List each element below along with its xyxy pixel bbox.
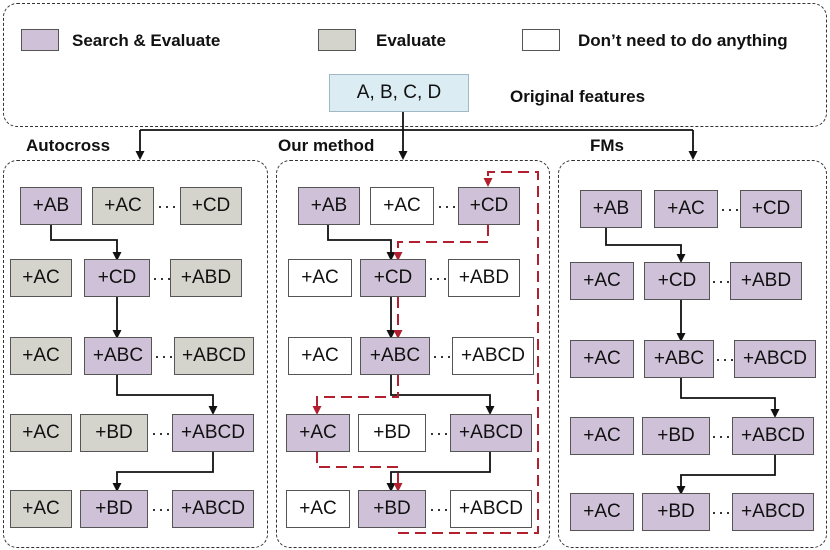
autocross-node-r4-c3: +ABCD <box>172 414 254 452</box>
fms-node-r4-c2: +BD <box>642 417 710 455</box>
our-method-node-r5-c1: +AC <box>286 490 350 528</box>
our-method-node-r5-c3: +ABCD <box>450 490 532 528</box>
autocross-node-r5-c2: +BD <box>80 490 148 528</box>
our-method-node-r4-c2: +BD <box>358 414 426 452</box>
fms-node-r2-c1: +AC <box>570 262 634 300</box>
our-method-node-r1-c2: +AC <box>370 187 434 225</box>
ellipsis: ··· <box>157 196 178 216</box>
fms-step-4 <box>676 455 776 495</box>
legend-label-search-evaluate: Search & Evaluate <box>72 31 221 50</box>
fms-node-r3-c2: +ABC <box>644 340 714 378</box>
fms-node-r5-c1: +AC <box>570 493 634 531</box>
autocross-node-r1-c3: +CD <box>180 187 242 225</box>
our-method-step-3 <box>390 375 495 415</box>
our-method-node-r5-c2: +BD <box>358 490 426 528</box>
autocross-title: Autocross <box>26 136 111 155</box>
ellipsis: ··· <box>151 499 172 519</box>
autocross-node-r2-c1: +AC <box>10 259 72 297</box>
fms-panel <box>558 160 827 548</box>
our-method-node-r4-c1: +AC <box>286 414 350 452</box>
autocross-node-r5-c3: +ABCD <box>172 490 254 528</box>
red-path-step-4 <box>316 452 403 492</box>
original-features-box: A, B, C, D <box>329 74 469 112</box>
our-method-node-r3-c1: +AC <box>288 337 352 375</box>
fms-node-r5-c2: +BD <box>642 493 710 531</box>
our-method-title: Our method <box>278 136 375 155</box>
our-method-step-1 <box>327 225 396 261</box>
distribution-arrows <box>135 112 698 160</box>
fms-node-r4-c3: +ABCD <box>732 417 814 455</box>
fms-node-r5-c3: +ABCD <box>732 493 814 531</box>
autocross-node-r5-c1: +AC <box>10 490 72 528</box>
fms-node-r1-c1: +AB <box>580 190 642 228</box>
fms-node-r2-c3: +ABD <box>730 262 802 300</box>
ellipsis: ··· <box>432 346 453 366</box>
our-method-node-r3-c2: +ABC <box>360 337 430 375</box>
fms-step-3 <box>680 378 780 418</box>
autocross-node-r1-c1: +AB <box>20 187 82 225</box>
fms-title: FMs <box>590 136 624 155</box>
legend-swatch-evaluate <box>318 29 356 51</box>
autocross-node-r4-c1: +AC <box>10 414 72 452</box>
autocross-node-r3-c1: +AC <box>10 337 72 375</box>
our-method-node-r4-c3: +ABCD <box>450 414 532 452</box>
our-method-node-r1-c3: +CD <box>458 187 520 225</box>
our-method-node-r2-c2: +CD <box>360 259 426 297</box>
fms-node-r3-c3: +ABCD <box>734 340 816 378</box>
our-method-node-r2-c1: +AC <box>288 259 352 297</box>
original-features-label: Original features <box>510 87 646 106</box>
our-method-red-path <box>312 171 539 534</box>
fms-path <box>605 228 780 495</box>
autocross-node-r3-c2: +ABC <box>84 337 152 375</box>
autocross-step-3 <box>116 375 218 415</box>
our-method-path <box>327 225 495 492</box>
ellipsis: ··· <box>720 199 741 219</box>
autocross-node-r2-c2: +CD <box>84 259 150 297</box>
fms-node-r2-c2: +CD <box>644 262 710 300</box>
fms-node-r1-c2: +AC <box>654 190 718 228</box>
our-method-node-r2-c3: +ABD <box>448 259 520 297</box>
autocross-node-r3-c3: +ABCD <box>174 337 254 375</box>
ellipsis: ··· <box>428 268 449 288</box>
legend-label-nothing: Don’t need to do anything <box>578 31 788 50</box>
ellipsis: ··· <box>151 423 172 443</box>
fms-node-r4-c1: +AC <box>570 417 634 455</box>
legend-region <box>3 3 827 127</box>
autocross-node-r2-c3: +ABD <box>170 259 242 297</box>
autocross-step-4 <box>112 452 214 492</box>
red-path-step-1 <box>393 225 489 261</box>
fms-node-r1-c3: +CD <box>740 190 802 228</box>
ellipsis: ··· <box>429 499 450 519</box>
autocross-panel <box>3 160 268 548</box>
ellipsis: ··· <box>154 346 175 366</box>
legend-swatch-nothing <box>522 29 560 51</box>
red-path-step-3 <box>312 375 399 415</box>
our-method-step-4 <box>386 452 491 492</box>
autocross-node-r1-c2: +AC <box>92 187 154 225</box>
ellipsis: ··· <box>711 502 732 522</box>
autocross-path <box>50 225 218 492</box>
fms-node-r3-c1: +AC <box>570 340 634 378</box>
legend-swatch-search-evaluate <box>21 29 59 51</box>
legend-label-evaluate: Evaluate <box>376 31 446 50</box>
ellipsis: ··· <box>711 426 732 446</box>
autocross-node-r4-c2: +BD <box>80 414 148 452</box>
ellipsis: ··· <box>437 196 458 216</box>
ellipsis: ··· <box>711 271 732 291</box>
our-method-node-r1-c1: +AB <box>298 187 360 225</box>
ellipsis: ··· <box>152 268 173 288</box>
our-method-panel <box>276 160 550 548</box>
ellipsis: ··· <box>429 423 450 443</box>
our-method-node-r3-c3: +ABCD <box>452 337 534 375</box>
fms-step-1 <box>605 228 686 263</box>
red-path-loop-start <box>398 171 539 534</box>
autocross-step-1 <box>50 225 122 261</box>
ellipsis: ··· <box>715 349 736 369</box>
